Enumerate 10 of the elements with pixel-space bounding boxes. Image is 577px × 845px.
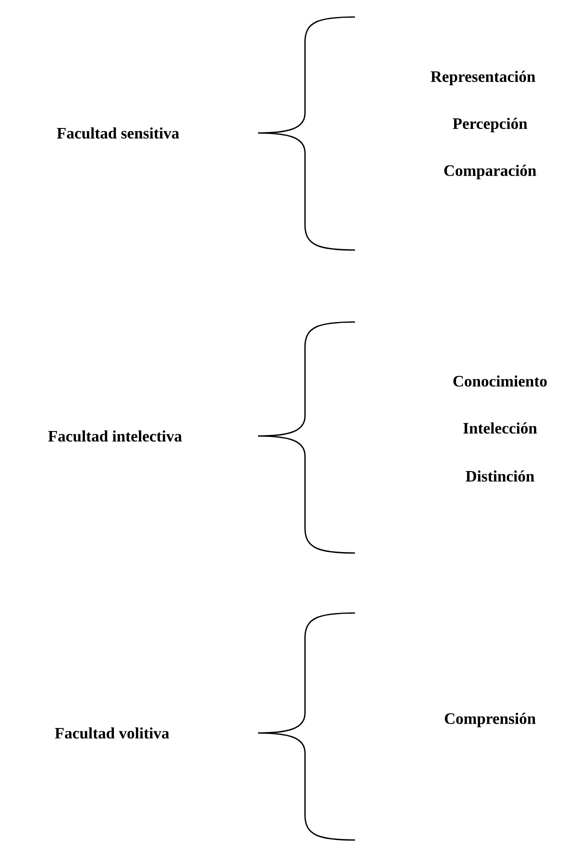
item-label: Conocimiento [453, 375, 547, 387]
item-label: Distinción [466, 470, 534, 482]
item-label: Facultad sensitiva [56, 127, 180, 139]
item-label: Facultad volitiva [54, 727, 170, 739]
item-label: Facultad intelectiva [48, 430, 182, 442]
item-label: Intelección [463, 422, 537, 434]
item-label: Representación [430, 70, 536, 86]
item-label: Comprensión [444, 712, 536, 728]
item-label: Percepción [452, 118, 528, 132]
item-label: Comparación [444, 164, 536, 180]
